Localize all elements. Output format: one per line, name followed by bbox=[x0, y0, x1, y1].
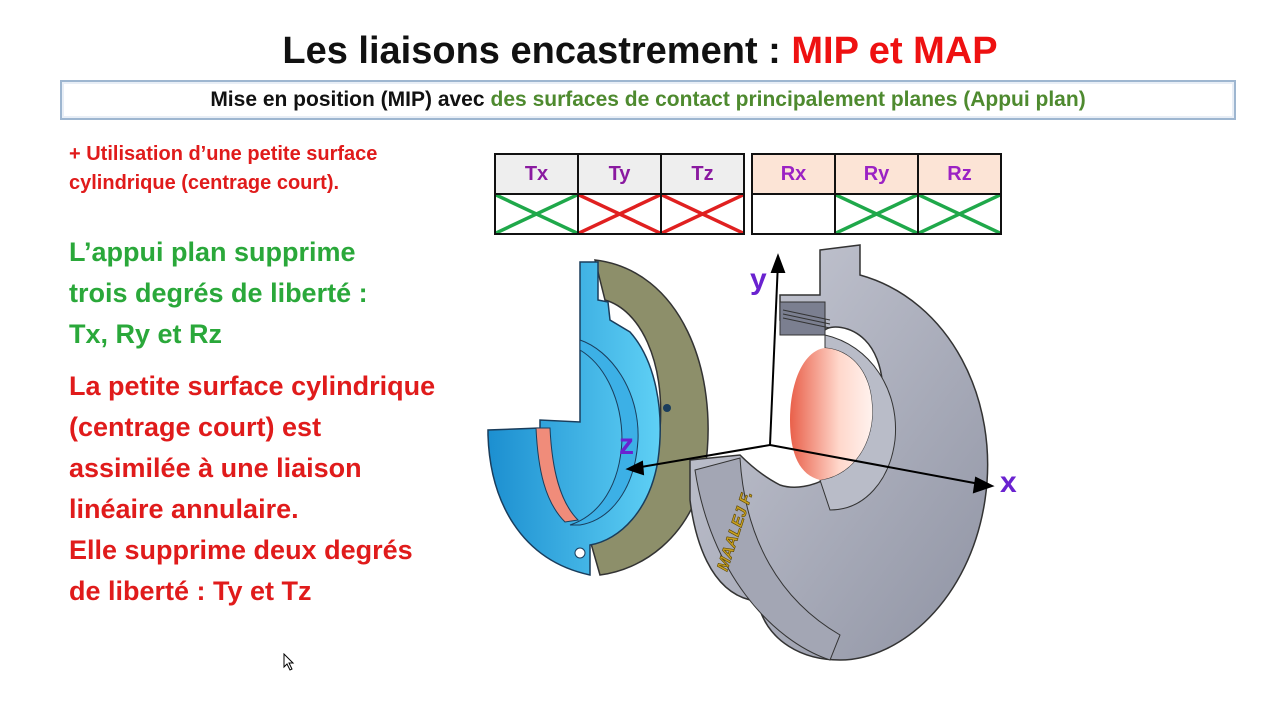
cross-mark-icon bbox=[662, 195, 743, 233]
ring-part: MAALEJ F. bbox=[689, 244, 989, 661]
cross-mark-icon bbox=[836, 195, 917, 233]
cross-line bbox=[836, 195, 917, 233]
note-line-1: + Utilisation d’une petite surface bbox=[69, 143, 378, 165]
centering-note: + Utilisation d’une petite surface cylin… bbox=[69, 140, 469, 198]
header-ry: Ry bbox=[834, 153, 919, 195]
cell-rx bbox=[751, 193, 836, 235]
red-line-3: assimilée à une liaison bbox=[69, 453, 362, 483]
mechanical-drawing: MAALEJ F. bbox=[487, 244, 995, 661]
subtitle-part2: des surfaces de contact principalement p… bbox=[490, 88, 1086, 111]
cylinder-surface-text: La petite surface cylindrique (centrage … bbox=[69, 366, 519, 612]
cross-line bbox=[919, 195, 1000, 233]
axis-x-label: x bbox=[1000, 466, 1017, 499]
note-line-2: cylindrique (centrage court). bbox=[69, 172, 340, 194]
red-line-1: La petite surface cylindrique bbox=[69, 371, 436, 401]
header-ty: Ty bbox=[577, 153, 662, 195]
red-line-4: linéaire annulaire. bbox=[69, 494, 299, 524]
axes bbox=[625, 253, 995, 494]
header-tx: Tx bbox=[494, 153, 579, 195]
cell-ry bbox=[834, 193, 919, 235]
green-line-3: Tx, Ry et Rz bbox=[69, 319, 223, 349]
page-title: Les liaisons encastrement : MIP et MAP bbox=[0, 30, 1280, 73]
cell-ty bbox=[577, 193, 662, 235]
header-rx: Rx bbox=[751, 153, 836, 195]
cell-tz bbox=[660, 193, 745, 235]
plane-support-text: L’appui plan supprime trois degrés de li… bbox=[69, 232, 469, 355]
cross-line bbox=[579, 195, 660, 233]
subtitle-box: Mise en position (MIP) avec des surfaces… bbox=[60, 80, 1236, 120]
red-line-2: (centrage court) est bbox=[69, 412, 322, 442]
cross-line bbox=[662, 195, 743, 233]
header-rz: Rz bbox=[917, 153, 1002, 195]
rotation-table: Rx Ry Rz bbox=[751, 153, 1002, 235]
red-line-6: de liberté : Ty et Tz bbox=[69, 576, 312, 606]
green-line-1: L’appui plan supprime bbox=[69, 237, 356, 267]
red-line-5: Elle supprime deux degrés bbox=[69, 535, 413, 565]
axis-y-label: y bbox=[750, 263, 767, 296]
cell-rz bbox=[917, 193, 1002, 235]
cell-tx bbox=[494, 193, 579, 235]
cross-line bbox=[496, 195, 577, 233]
green-line-2: trois degrés de liberté : bbox=[69, 278, 368, 308]
translation-table: Tx Ty Tz bbox=[494, 153, 745, 235]
mouse-cursor-icon bbox=[283, 653, 295, 671]
cross-mark-icon bbox=[919, 195, 1000, 233]
header-tz: Tz bbox=[660, 153, 745, 195]
subtitle-part1: Mise en position (MIP) avec bbox=[210, 88, 485, 111]
flange-part bbox=[487, 259, 709, 576]
title-main: Les liaisons encastrement : bbox=[282, 30, 792, 72]
axis-z-label: z bbox=[619, 428, 634, 461]
title-highlight: MIP et MAP bbox=[791, 30, 998, 72]
cross-mark-icon bbox=[496, 195, 577, 233]
cross-mark-icon bbox=[579, 195, 660, 233]
